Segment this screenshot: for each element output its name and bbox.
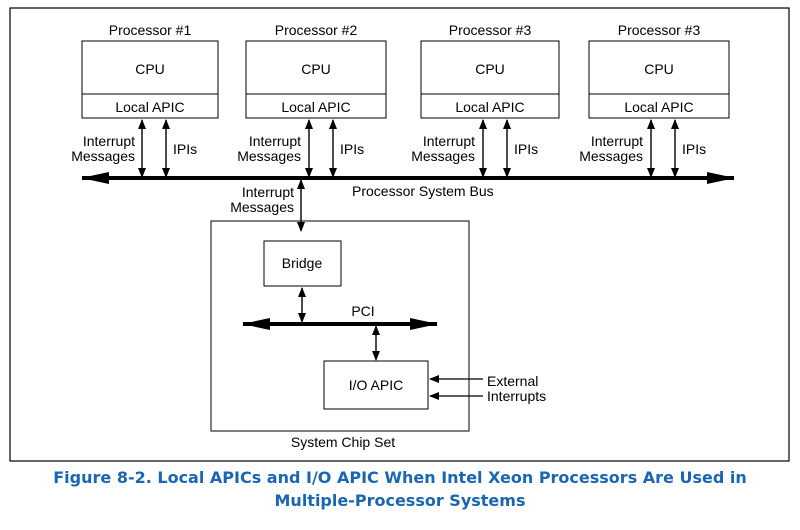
io-apic-label: I/O APIC <box>349 377 403 393</box>
interrupt-label-line2: Messages <box>579 148 643 164</box>
cpu-label: CPU <box>135 61 165 77</box>
chipset-label: System Chip Set <box>291 434 395 450</box>
processor-title: Processor #1 <box>109 22 192 38</box>
cpu-label: CPU <box>475 61 505 77</box>
interrupt-label-line1: Interrupt <box>591 133 643 149</box>
cpu-box <box>81 40 219 119</box>
caption-line-1: Figure 8-2. Local APICs and I/O APIC Whe… <box>53 468 747 487</box>
cpu-box <box>420 40 560 119</box>
system-chip-set: System Chip Set Bridge PCI I/O APIC Exte… <box>210 220 546 450</box>
io-apic-box <box>323 360 429 410</box>
local-apic-label: Local APIC <box>624 99 693 115</box>
figure-caption: Figure 8-2. Local APICs and I/O APIC Whe… <box>0 466 800 512</box>
diagram-frame <box>9 7 790 462</box>
bus-interrupt-label-line1: Interrupt <box>242 184 294 200</box>
apic-diagram: Processor #1 CPU Local APIC Interrupt Me… <box>9 7 790 462</box>
pci-label: PCI <box>351 303 374 319</box>
chipset-box <box>210 220 470 432</box>
interrupt-label-line2: Messages <box>237 148 301 164</box>
ipi-label: IPIs <box>514 141 538 157</box>
local-apic-label: Local APIC <box>115 99 184 115</box>
processor-title: Processor #3 <box>618 22 701 38</box>
bus-label: Processor System Bus <box>352 183 494 199</box>
external-interrupts-label-line1: External <box>487 373 538 389</box>
ipi-label: IPIs <box>682 141 706 157</box>
processor-title: Processor #3 <box>449 22 532 38</box>
bridge-box <box>263 240 342 287</box>
external-interrupts-label-line2: Interrupts <box>487 388 546 404</box>
caption-line-2: Multiple-Processor Systems <box>274 491 526 510</box>
cpu-box <box>245 40 387 119</box>
processor-4: Processor #3 CPU Local APIC Interrupt Me… <box>579 22 730 178</box>
cpu-label: CPU <box>301 61 331 77</box>
cpu-box <box>588 40 730 119</box>
local-apic-label: Local APIC <box>455 99 524 115</box>
processor-title: Processor #2 <box>275 22 358 38</box>
cpu-label: CPU <box>644 61 674 77</box>
processor-3: Processor #3 CPU Local APIC Interrupt Me… <box>411 22 560 178</box>
local-apic-label: Local APIC <box>281 99 350 115</box>
interrupt-label-line1: Interrupt <box>83 133 135 149</box>
processor-2: Processor #2 CPU Local APIC Interrupt Me… <box>237 22 387 178</box>
bus-interrupt-label-line2: Messages <box>230 199 294 215</box>
interrupt-label-line2: Messages <box>411 148 475 164</box>
bridge-label: Bridge <box>282 255 323 271</box>
ipi-label: IPIs <box>173 141 197 157</box>
ipi-label: IPIs <box>340 141 364 157</box>
interrupt-label-line1: Interrupt <box>249 133 301 149</box>
interrupt-label-line2: Messages <box>71 148 135 164</box>
interrupt-label-line1: Interrupt <box>423 133 475 149</box>
processor-1: Processor #1 CPU Local APIC Interrupt Me… <box>71 22 219 178</box>
